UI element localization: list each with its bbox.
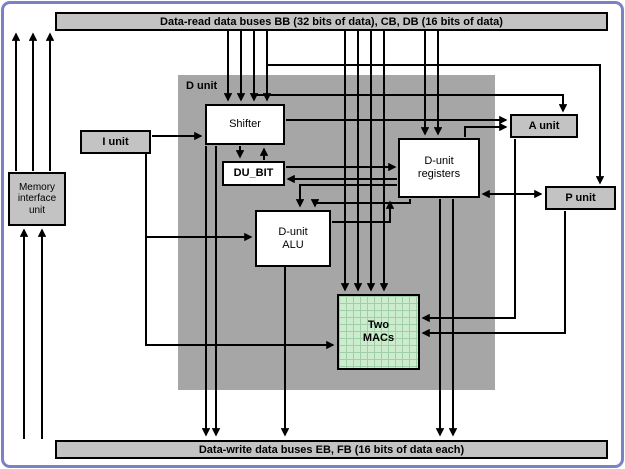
data-read-bus-label: Data-read data buses BB (32 bits of data… (160, 15, 503, 28)
d-unit-alu-block: D-unit ALU (255, 210, 331, 267)
i-unit-block: I unit (80, 130, 151, 154)
a-unit-block: A unit (510, 114, 578, 138)
edge-registers-to-alu-2 (310, 199, 411, 208)
edge-registers-to-a-unit (464, 122, 508, 137)
du-bit-block: DU_BIT (222, 161, 285, 186)
edge-a-unit-to-macs (421, 139, 516, 323)
memory-interface-unit-label: Memory interface unit (17, 181, 57, 216)
edge-read-bus-to-a-unit (254, 94, 568, 113)
edge-i-unit-to-macs (145, 237, 335, 350)
edge-alu-to-registers (332, 200, 395, 223)
shifter-label: Shifter (229, 118, 261, 131)
d-unit-registers-label: D-unit registers (417, 155, 461, 180)
a-unit-label: A unit (528, 119, 560, 132)
du-bit-label: DU_BIT (233, 167, 274, 180)
d-unit-registers-block: D-unit registers (398, 138, 480, 198)
d-unit-alu-label: D-unit ALU (278, 225, 308, 251)
edge-read-bus-to-p-unit (267, 64, 605, 185)
two-macs-block: Two MACs (337, 294, 420, 370)
edge-registers-to-alu-1 (295, 184, 397, 208)
i-unit-label: I unit (102, 135, 129, 148)
data-read-bus-bar: Data-read data buses BB (32 bits of data… (55, 12, 608, 31)
data-write-bus-bar: Data-write data buses EB, FB (16 bits of… (55, 440, 608, 459)
two-macs-label: Two MACs (362, 319, 395, 344)
p-unit-label: P unit (565, 191, 596, 204)
data-write-bus-label: Data-write data buses EB, FB (16 bits of… (198, 443, 465, 456)
edge-p-unit-to-macs (421, 211, 566, 338)
memory-interface-unit-block: Memory interface unit (8, 172, 66, 226)
edges-group (11, 31, 605, 439)
p-unit-block: P unit (545, 186, 616, 210)
d-unit-label: D unit (186, 80, 218, 92)
shifter-block: Shifter (205, 104, 285, 145)
